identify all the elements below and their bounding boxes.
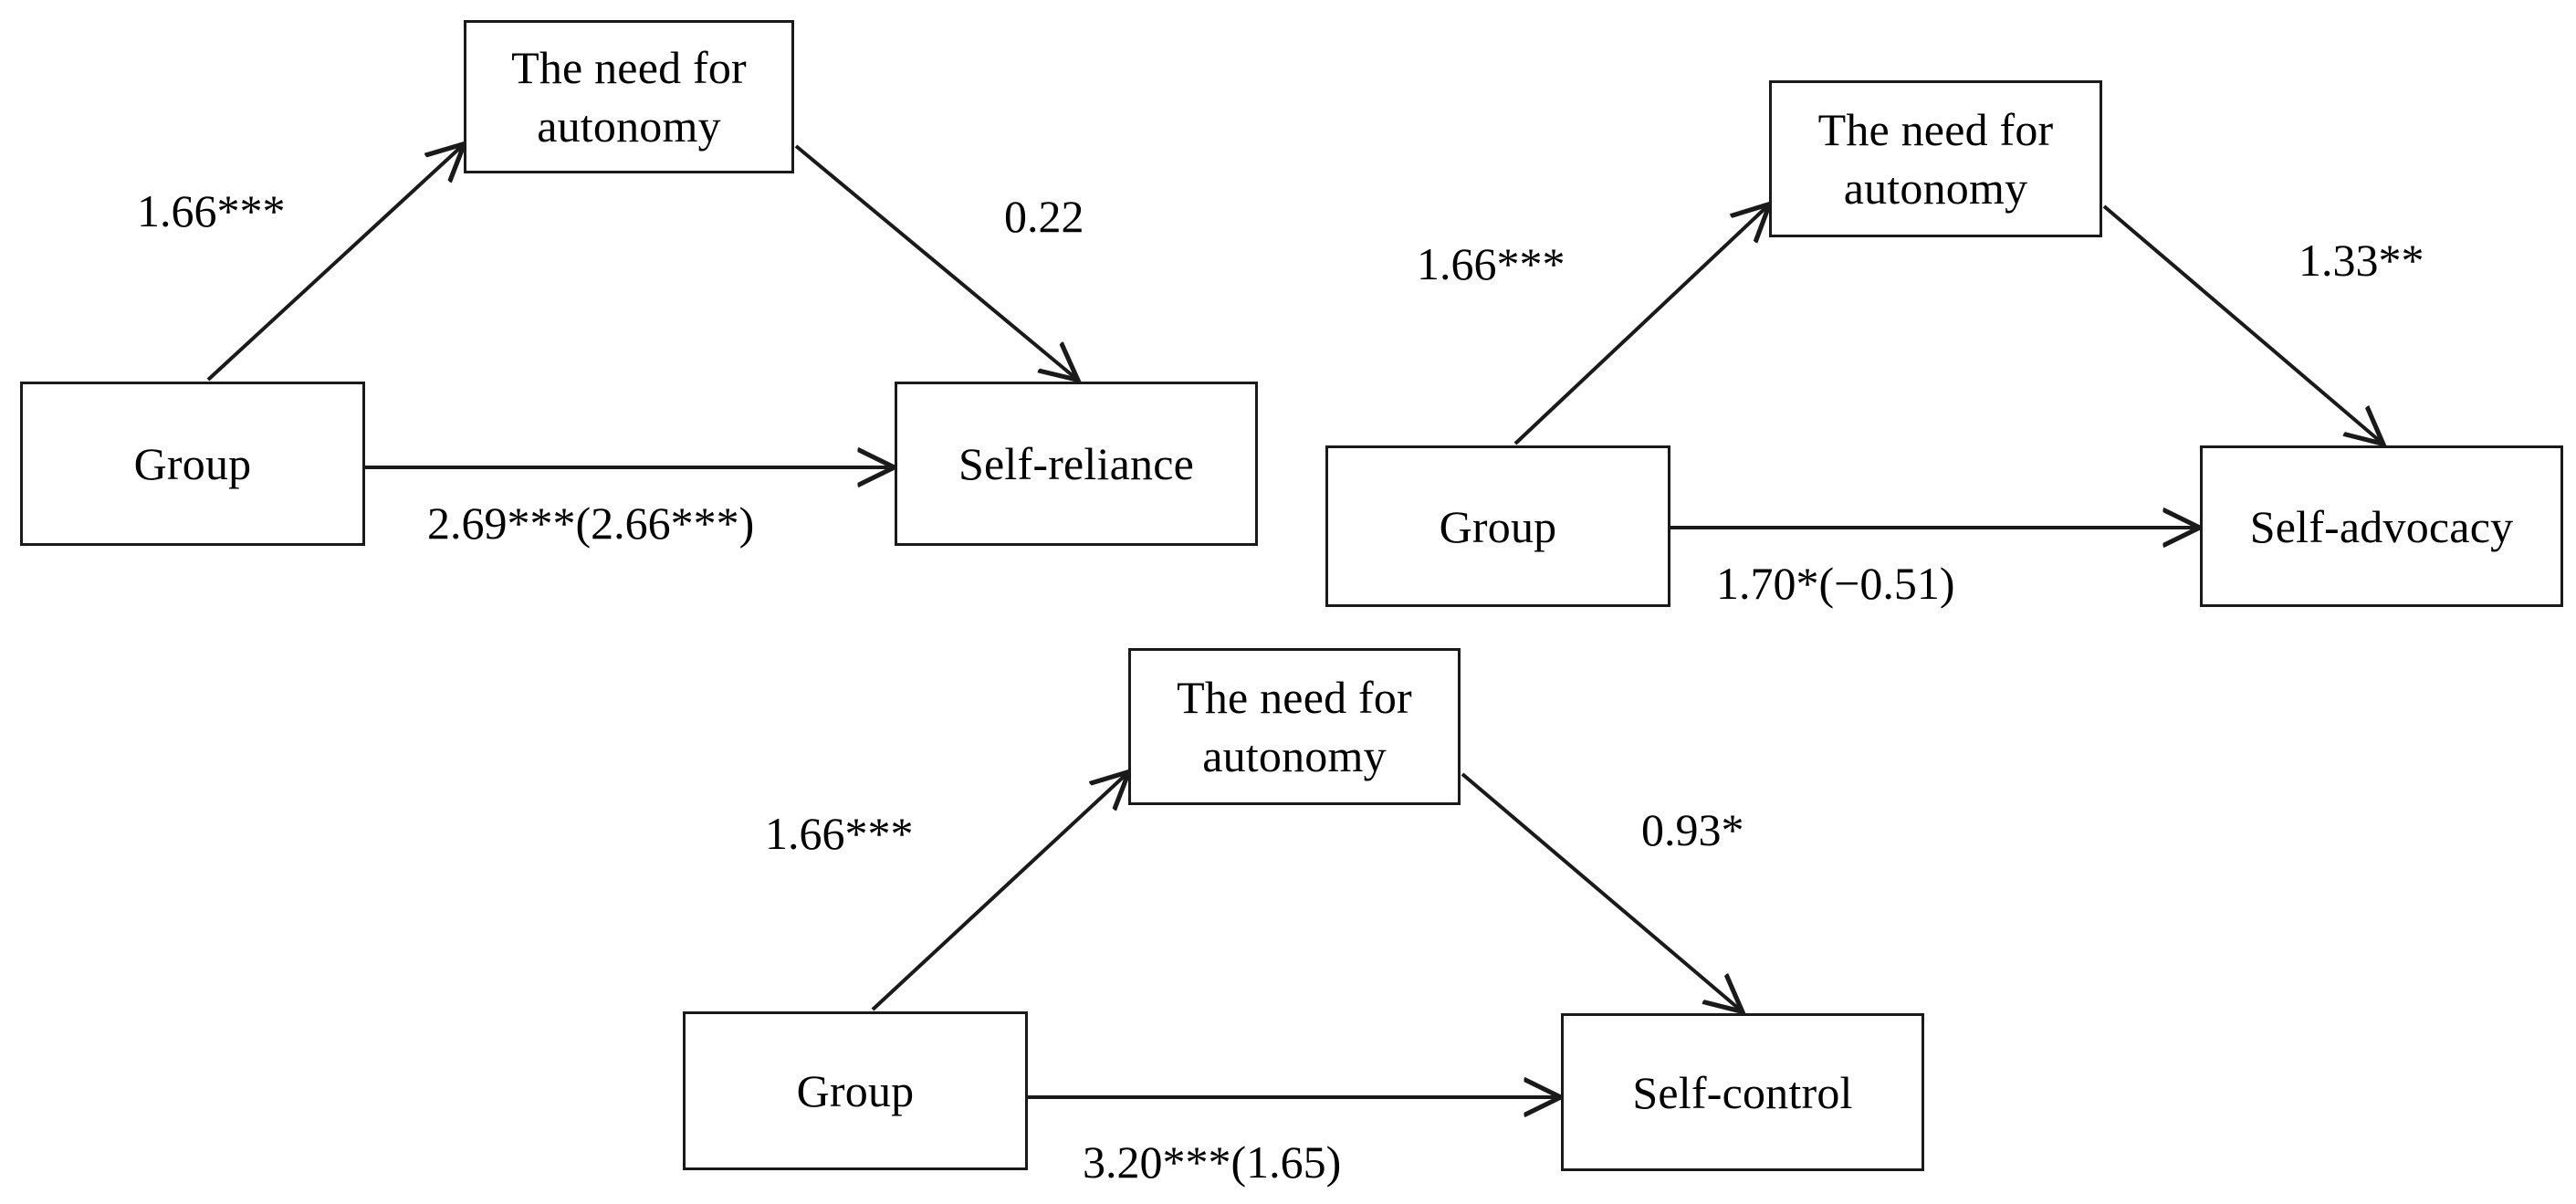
path-label-c-p2: 1.70*(−0.51) — [1716, 558, 1955, 609]
node-group-p2[interactable]: Group — [1325, 445, 1670, 607]
path-label-b-p3: 0.93* — [1641, 804, 1744, 855]
path-label-a-p2: 1.66*** — [1417, 238, 1565, 289]
node-label-outcome-p3: Self-control — [1632, 1066, 1853, 1118]
node-label-mediator-p3: The need for autonomy — [1177, 672, 1412, 781]
path-label-b-p1: 0.22 — [1004, 191, 1084, 242]
node-label-mediator-p2: The need for autonomy — [1817, 104, 2054, 214]
edge-autonomy-to-self-reliance-p1 — [794, 144, 1075, 378]
node-self-reliance-p1[interactable]: Self-reliance — [895, 382, 1258, 546]
edge-group-to-autonomy-p2 — [1513, 206, 1767, 445]
node-the-need-for-autonomy-p1[interactable]: The need for autonomy — [464, 20, 794, 173]
node-the-need-for-autonomy-p2[interactable]: The need for autonomy — [1769, 80, 2102, 237]
node-the-need-for-autonomy-p3[interactable]: The need for autonomy — [1128, 648, 1461, 805]
edge-autonomy-to-self-control-p3 — [1461, 772, 1740, 1010]
node-group-p3[interactable]: Group — [683, 1011, 1028, 1170]
path-label-b-p2: 1.33** — [2299, 235, 2424, 286]
node-label-predictor-p3: Group — [796, 1065, 915, 1116]
panel-self-control-edges — [871, 772, 1740, 1097]
edge-group-to-autonomy-p3 — [871, 774, 1126, 1011]
node-self-control-p3[interactable]: Self-control — [1561, 1013, 1924, 1171]
path-label-a-p1: 1.66*** — [137, 185, 286, 236]
edge-autonomy-to-self-advocacy-p2 — [2102, 204, 2381, 442]
node-self-advocacy-p2[interactable]: Self-advocacy — [2200, 445, 2563, 607]
edge-group-to-autonomy-p1 — [206, 146, 462, 382]
path-label-c-p3: 3.20***(1.65) — [1083, 1136, 1342, 1188]
node-group-p1[interactable]: Group — [20, 382, 365, 546]
path-label-c-p1: 2.69***(2.66***) — [427, 497, 755, 549]
panel-self-reliance-edges — [206, 144, 1075, 467]
node-label-mediator-p1: The need for autonomy — [511, 42, 747, 152]
node-label-outcome-p2: Self-advocacy — [2249, 500, 2514, 552]
node-label-predictor-p1: Group — [133, 438, 252, 489]
panel-self-advocacy-edges — [1513, 204, 2381, 528]
node-label-predictor-p2: Group — [1439, 500, 1557, 552]
node-label-outcome-p1: Self-reliance — [958, 438, 1194, 489]
path-label-a-p3: 1.66*** — [765, 808, 914, 859]
